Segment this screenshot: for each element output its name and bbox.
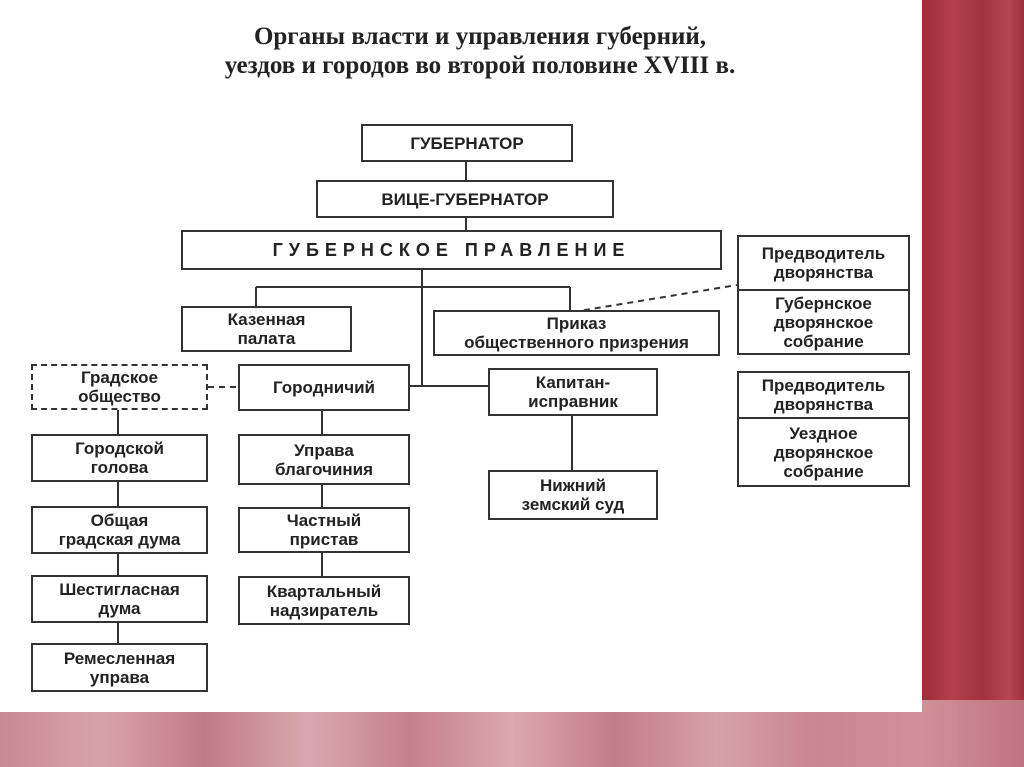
private-pristav-line-1: Частный — [286, 511, 362, 530]
private-pristav-box: Частный пристав — [238, 507, 410, 553]
kvartal-box: Квартальный надзиратель — [238, 576, 410, 625]
noble-assembly-uezd-box: Уездное дворянское собрание — [737, 417, 910, 487]
gorodnichy-label: Городничий — [273, 378, 375, 397]
noble-assembly-gubernia-line-3: собрание — [783, 331, 864, 351]
craft-uprava-box: Ремесленная управа — [31, 643, 208, 692]
title-line-2: уездов и городов во второй половине XVII… — [224, 52, 736, 79]
noble-leader-uezd-line-2: дворянства — [773, 395, 874, 414]
craft-uprava-line-1: Ремесленная — [63, 648, 176, 668]
six-duma-box: Шестигласная дума — [31, 575, 208, 623]
prikaz-line-2: общественного призрения — [464, 333, 689, 352]
curtain-right — [922, 0, 1024, 767]
title-line-1: Органы власти и управления губерний, — [253, 23, 707, 50]
noble-leader-uezd-box: Предводитель дворянства — [737, 371, 910, 419]
craft-uprava-line-2: управа — [89, 667, 150, 687]
city-head-line-1: Городской — [75, 439, 164, 458]
general-duma-line-2: градская дума — [58, 530, 181, 549]
noble-assembly-gubernia-box: Губернское дворянское собрание — [737, 289, 910, 355]
kvartal-line-1: Квартальный — [266, 581, 382, 601]
city-head-box: Городской голова — [31, 434, 208, 482]
town-society-line-2: общество — [78, 387, 161, 406]
governor-label: ГУБЕРНАТОР — [410, 133, 524, 153]
six-duma-line-1: Шестигласная — [59, 580, 180, 599]
lower-court-line-2: земский суд — [521, 495, 625, 514]
general-duma-box: Общая градская дума — [31, 506, 208, 554]
noble-assembly-uezd-line-2: дворянское — [773, 442, 874, 462]
gubernia-board-label: ГУБЕРНСКОЕ ПРАВЛЕНИЕ — [272, 239, 631, 260]
private-pristav-line-2: пристав — [289, 530, 359, 549]
noble-leader-gubernia-line-2: дворянства — [773, 263, 874, 282]
treasury-line-2: палата — [237, 329, 296, 348]
six-duma-line-2: дума — [98, 599, 141, 618]
treasury-box: Казенная палата — [181, 306, 352, 352]
gorodnichy-box: Городничий — [238, 364, 410, 411]
town-society-box: Градское общество — [31, 364, 208, 410]
lower-court-box: Нижний земский суд — [488, 470, 658, 520]
general-duma-line-1: Общая — [90, 511, 149, 530]
noble-leader-uezd-line-1: Предводитель — [761, 376, 886, 395]
uprava-blagochiniya-line-1: Управа — [294, 440, 354, 460]
uprava-blagochiniya-line-2: благочиния — [274, 459, 374, 479]
noble-leader-gubernia-line-1: Предводитель — [761, 244, 886, 263]
noble-assembly-uezd-line-3: собрание — [783, 461, 864, 481]
noble-assembly-gubernia-line-2: дворянское — [773, 312, 874, 332]
treasury-line-1: Казенная — [227, 310, 306, 329]
noble-assembly-gubernia-line-1: Губернское — [775, 293, 872, 313]
city-head-line-2: голова — [90, 458, 149, 477]
governor-box: ГУБЕРНАТОР — [361, 124, 573, 162]
town-society-line-1: Градское — [81, 368, 158, 387]
lower-court-line-1: Нижний — [540, 476, 606, 495]
connector-lines — [117, 162, 738, 643]
vice-governor-box: ВИЦЕ-ГУБЕРНАТОР — [316, 180, 614, 218]
kapitan-box: Капитан- исправник — [488, 368, 658, 416]
kapitan-line-2: исправник — [528, 392, 618, 411]
gubernia-board-box: ГУБЕРНСКОЕ ПРАВЛЕНИЕ — [181, 230, 722, 270]
vice-governor-label: ВИЦЕ-ГУБЕРНАТОР — [381, 189, 549, 209]
kvartal-line-2: надзиратель — [269, 600, 379, 620]
prikaz-box: Приказ общественного призрения — [433, 310, 720, 356]
diagram-title: Органы власти и управления губерний, уез… — [110, 22, 850, 80]
prikaz-line-1: Приказ — [546, 314, 607, 333]
uprava-blagochiniya-box: Управа благочиния — [238, 434, 410, 485]
noble-assembly-uezd-line-1: Уездное — [789, 423, 858, 443]
noble-leader-gubernia-box: Предводитель дворянства — [737, 235, 910, 291]
torn-edge — [0, 696, 922, 712]
kapitan-line-1: Капитан- — [535, 373, 611, 392]
